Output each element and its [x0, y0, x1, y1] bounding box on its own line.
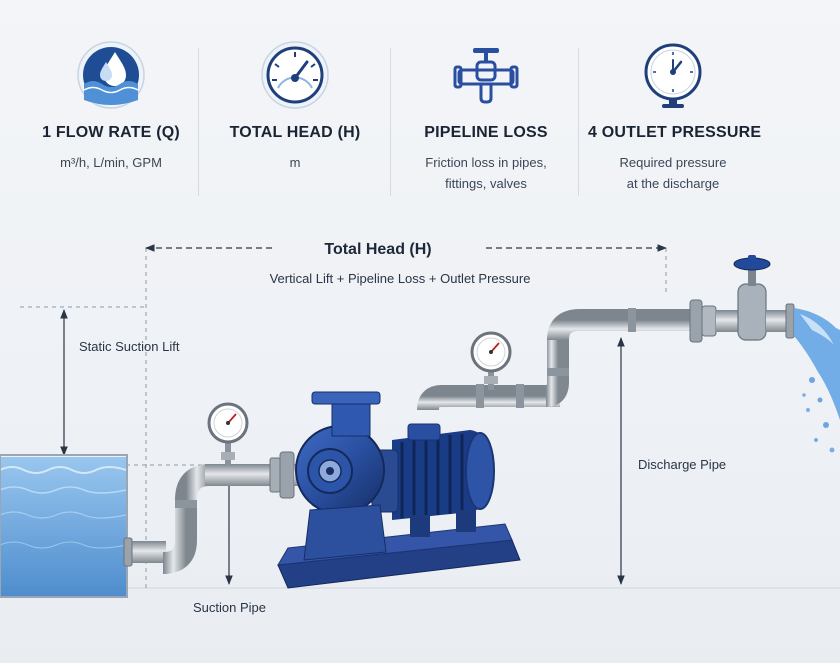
card-subtitle-line: Required pressure	[619, 155, 727, 170]
card-subtitle-line: Friction loss in pipes,	[425, 155, 547, 170]
header-panel: 1 FLOW RATE (Q) m³/h, L/min, GPM TOTAL H…	[0, 0, 840, 210]
card-total-head: TOTAL HEAD (H) m	[210, 40, 380, 173]
suction-pipe-label: Suction Pipe	[193, 600, 266, 615]
water-drop-icon	[77, 41, 145, 109]
valve-icon	[453, 48, 519, 104]
card-title: 4 OUTLET PRESSURE	[588, 124, 762, 141]
total-head-label: Total Head (H)	[324, 241, 432, 258]
static-suction-lift-label: Static Suction Lift	[79, 339, 180, 354]
card-divider	[578, 48, 579, 196]
suction-gauge	[207, 402, 249, 466]
card-subtitle: Friction loss in pipes, fittings, valves	[400, 152, 572, 194]
card-pipeline-loss: PIPELINE LOSS Friction loss in pipes, fi…	[400, 40, 572, 194]
card-title: PIPELINE LOSS	[424, 124, 548, 141]
card-flow-rate: 1 FLOW RATE (Q) m³/h, L/min, GPM	[26, 40, 196, 173]
card-outlet-pressure: 4 OUTLET PRESSURE Required pressure at t…	[588, 40, 762, 194]
card-subtitle: Required pressure at the discharge	[588, 152, 758, 194]
water-tank	[0, 454, 128, 598]
card-title: 1 FLOW RATE (Q)	[42, 124, 180, 141]
card-subtitle: m	[210, 152, 380, 173]
total-head-formula: Vertical Lift + Pipeline Loss + Outlet P…	[269, 271, 531, 286]
discharge-pipe-label: Discharge Pipe	[638, 457, 727, 472]
card-subtitle-line: fittings, valves	[445, 176, 527, 191]
card-subtitle-line: at the discharge	[626, 176, 720, 191]
pressure-gauge-icon	[644, 43, 702, 108]
card-divider	[390, 48, 391, 196]
gauge-icon	[261, 41, 329, 109]
card-subtitle: m³/h, L/min, GPM	[26, 152, 196, 173]
water-jet	[794, 308, 840, 453]
guide-lines	[20, 248, 667, 590]
card-subtitle-line: m³/h, L/min, GPM	[60, 155, 162, 170]
card-title: TOTAL HEAD (H)	[229, 124, 361, 141]
discharge-pipe	[380, 255, 795, 411]
pump-motor-assembly	[277, 391, 521, 589]
card-divider	[198, 48, 199, 196]
discharge-gauge	[470, 331, 512, 390]
card-subtitle-line: m	[289, 155, 301, 170]
